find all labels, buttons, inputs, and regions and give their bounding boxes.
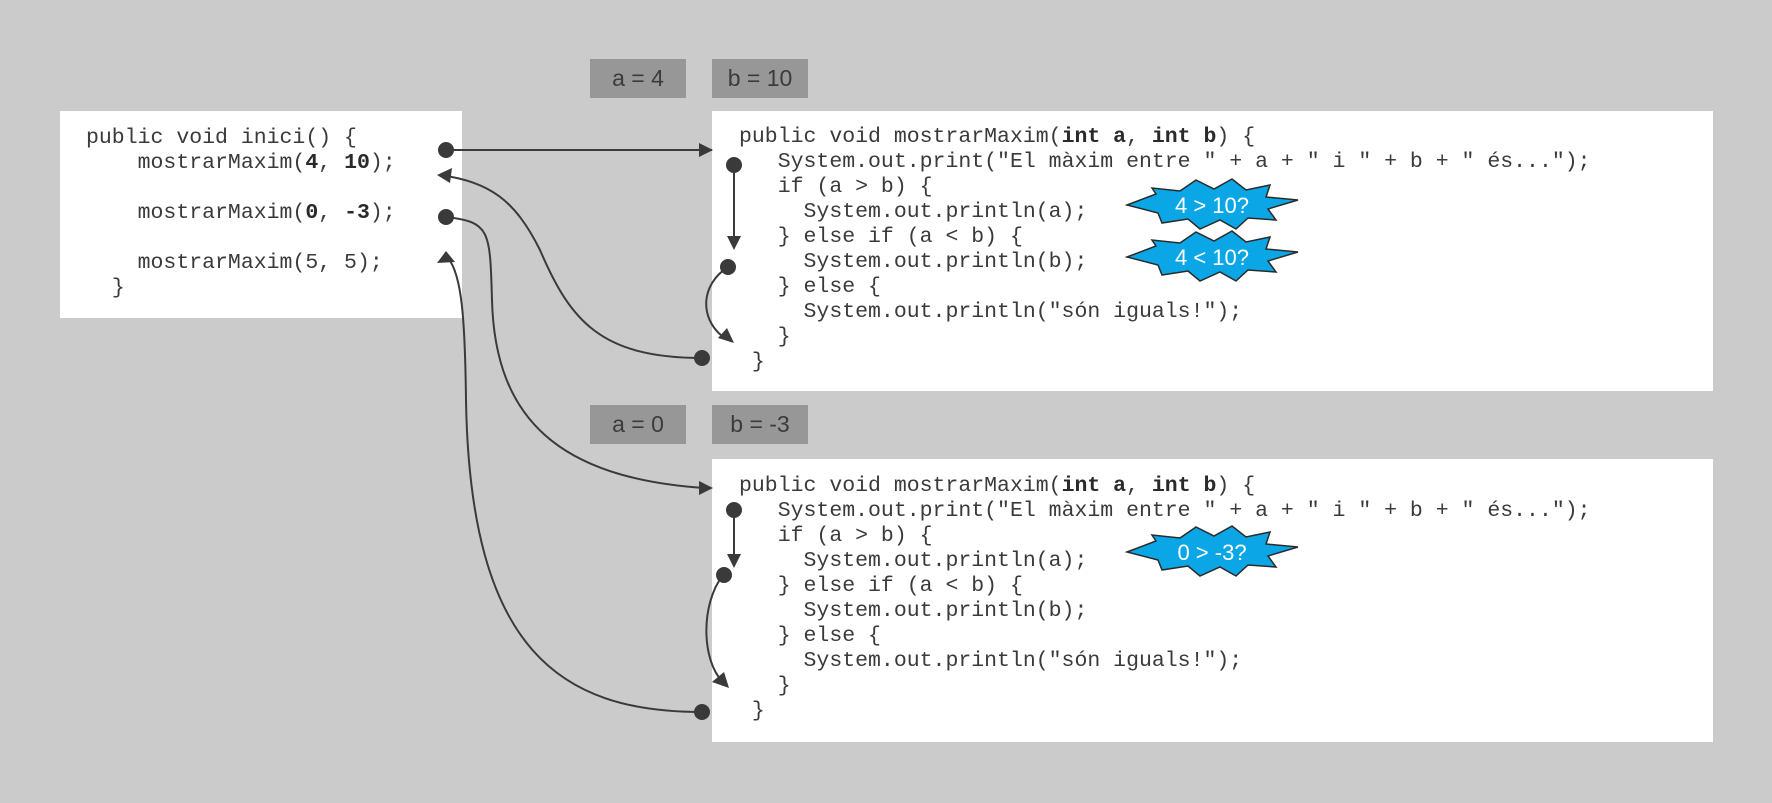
frame1-mid-dot bbox=[720, 259, 736, 275]
println-equal-line: System.out.println("són iguals!"); bbox=[803, 300, 1243, 324]
method-code-1: public void mostrarMaxim(int a, int b) {… bbox=[739, 125, 1591, 375]
call-2: mostrarMaxim(0, -3); bbox=[137, 201, 396, 225]
burst-frame2-1: 0 > -3? bbox=[1124, 525, 1299, 577]
println-a-line: System.out.println(a); bbox=[803, 549, 1088, 573]
else-line: } else { bbox=[777, 275, 881, 299]
svg-text:4 > 10?: 4 > 10? bbox=[1175, 193, 1249, 218]
call2-arrowhead bbox=[699, 481, 713, 495]
method-code-2: public void mostrarMaxim(int a, int b) {… bbox=[739, 474, 1591, 724]
println-b-line: System.out.println(b); bbox=[803, 250, 1088, 274]
return2-arrow bbox=[447, 257, 703, 713]
frame2-start-dot bbox=[726, 502, 742, 518]
println-a-line: System.out.println(a); bbox=[803, 200, 1088, 224]
frame1-start-dot bbox=[726, 157, 742, 173]
frame2-var-a: a = 0 bbox=[590, 405, 686, 444]
frame2-mid-dot bbox=[716, 567, 732, 583]
method-close-brace: } bbox=[751, 699, 765, 723]
call2-dot bbox=[438, 209, 454, 225]
burst-frame1-1: 4 > 10? bbox=[1124, 178, 1299, 230]
println-equal-line: System.out.println("són iguals!"); bbox=[803, 649, 1243, 673]
burst-frame1-2: 4 < 10? bbox=[1124, 230, 1299, 282]
caller-code: public void inici() { mostrarMaxim(4, 10… bbox=[86, 126, 396, 301]
return2-arrowhead bbox=[437, 251, 455, 263]
else-if-line: } else if (a < b) { bbox=[777, 225, 1023, 249]
call1-dot bbox=[438, 142, 454, 158]
call2-arrow bbox=[445, 216, 705, 489]
print-line: System.out.print("El màxim entre " + a +… bbox=[777, 150, 1591, 174]
frame2-curve-arrowhead bbox=[712, 672, 729, 688]
svg-text:0 > -3?: 0 > -3? bbox=[1177, 540, 1246, 565]
inner-close-brace: } bbox=[777, 325, 791, 349]
frame2-flow-curve bbox=[705, 574, 724, 682]
method-signature: public void mostrarMaxim(int a, int b) { bbox=[739, 125, 1256, 149]
method-close-brace: } bbox=[751, 350, 765, 374]
call1-arrowhead bbox=[699, 143, 713, 157]
print-line: System.out.print("El màxim entre " + a +… bbox=[777, 499, 1591, 523]
call-3: mostrarMaxim(5, 5); bbox=[137, 251, 383, 275]
if-line: if (a > b) { bbox=[777, 175, 933, 199]
frame1-var-a: a = 4 bbox=[590, 59, 686, 98]
else-line: } else { bbox=[777, 624, 881, 648]
frame1-curve-arrowhead bbox=[718, 328, 734, 343]
inner-close-brace: } bbox=[777, 674, 791, 698]
frame1-end-dot bbox=[694, 350, 710, 366]
call-1: mostrarMaxim(4, 10); bbox=[137, 151, 396, 175]
caller-code-box bbox=[60, 111, 462, 318]
if-line: if (a > b) { bbox=[777, 524, 933, 548]
return1-arrow bbox=[439, 174, 703, 359]
println-b-line: System.out.println(b); bbox=[803, 599, 1088, 623]
frame2-end-dot bbox=[694, 704, 710, 720]
svg-text:4 < 10?: 4 < 10? bbox=[1175, 245, 1249, 270]
else-if-line: } else if (a < b) { bbox=[777, 574, 1023, 598]
caller-close-brace: } bbox=[111, 276, 125, 300]
frame1-var-b: b = 10 bbox=[712, 59, 808, 98]
method-frame-2 bbox=[712, 459, 1713, 742]
frame1-flow-curve bbox=[705, 266, 729, 337]
frame2-var-b: b = -3 bbox=[712, 405, 808, 444]
frame1-down-arrowhead bbox=[727, 236, 741, 250]
caller-signature: public void inici() { bbox=[86, 126, 357, 150]
frame2-down-arrowhead bbox=[727, 554, 741, 568]
return1-arrowhead bbox=[437, 168, 452, 183]
method-signature: public void mostrarMaxim(int a, int b) { bbox=[739, 474, 1256, 498]
